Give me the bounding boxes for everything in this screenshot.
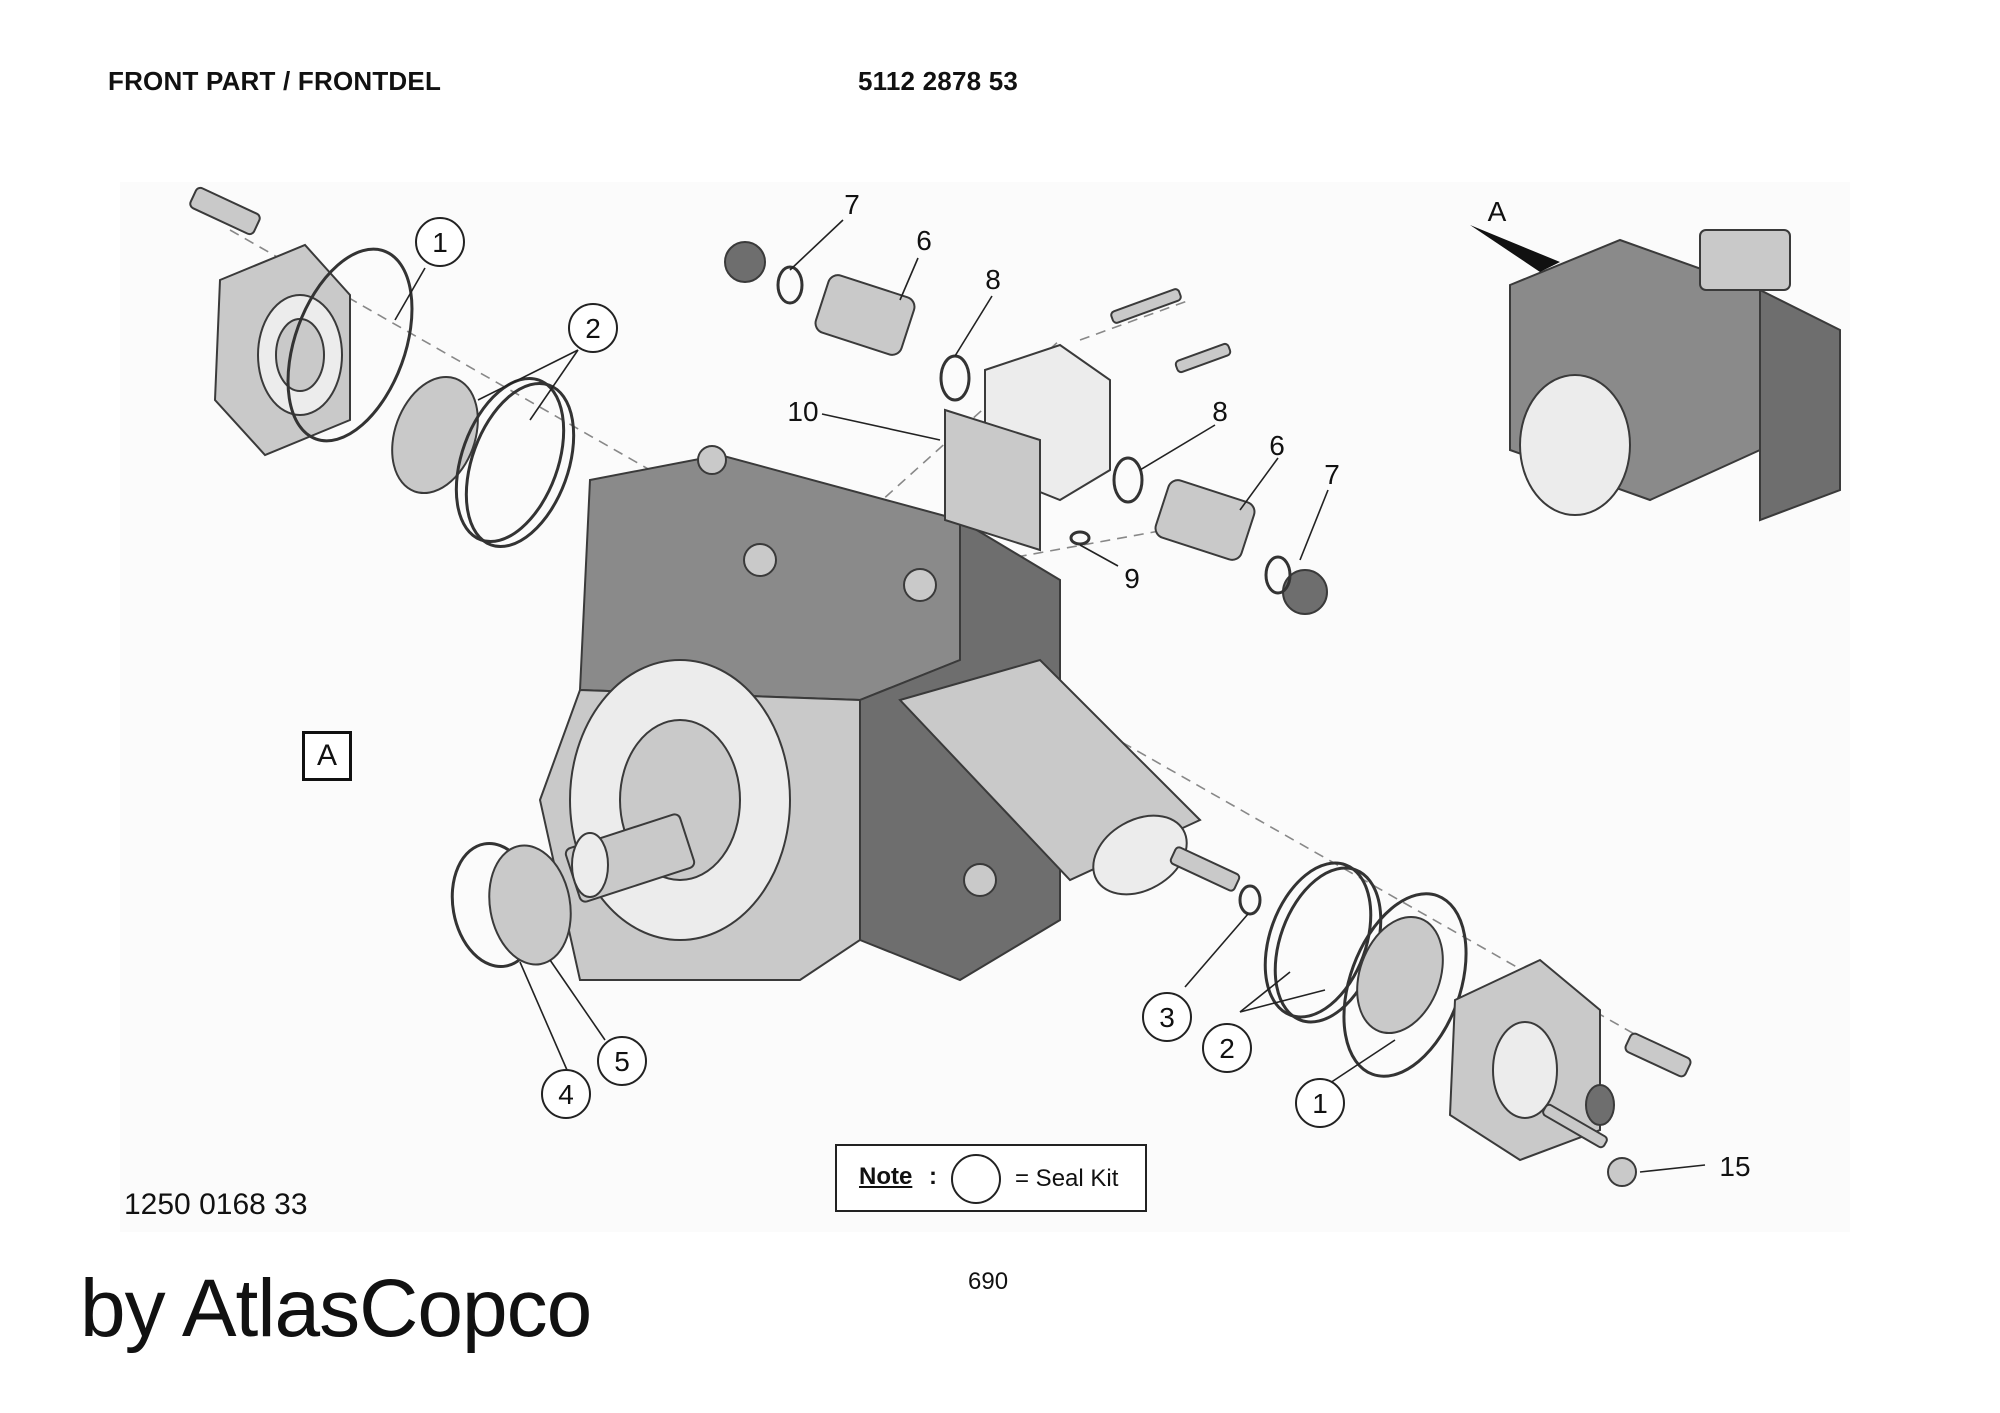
callout-6-top: 6 bbox=[916, 225, 932, 256]
inset-assembled-view bbox=[1470, 225, 1841, 522]
callout-15: 15 bbox=[1719, 1151, 1750, 1182]
note-text: = Seal Kit bbox=[1015, 1165, 1119, 1192]
callout-6-mid: 6 bbox=[1269, 430, 1285, 461]
solenoid-mid bbox=[1069, 456, 1328, 615]
drive-shaft bbox=[564, 813, 696, 903]
rear-flange-bottom bbox=[1448, 958, 1692, 1187]
callout-7-mid: 7 bbox=[1324, 459, 1340, 490]
callout-8-mid: 8 bbox=[1212, 396, 1228, 427]
callout-1-bottom: 1 bbox=[1312, 1088, 1328, 1119]
seals-bottom bbox=[1238, 861, 1468, 1078]
callout-7-top: 7 bbox=[844, 189, 860, 220]
drawing-reference-number: 1250 0168 33 bbox=[124, 1188, 308, 1221]
callout-3: 3 bbox=[1159, 1002, 1175, 1033]
page-number: 690 bbox=[968, 1268, 1009, 1295]
seal-kit-circle-icon bbox=[951, 1154, 1001, 1204]
legend-note: Note : = Seal Kit bbox=[835, 1144, 1147, 1212]
solenoid-top bbox=[724, 241, 971, 402]
callout-1-top: 1 bbox=[432, 227, 448, 258]
view-arrow-icon bbox=[1470, 225, 1560, 272]
callout-2-top: 2 bbox=[585, 313, 601, 344]
bolts-valve bbox=[1110, 288, 1232, 374]
view-arrow-label: A bbox=[1488, 196, 1507, 227]
plain-callouts: 7 6 8 10 8 6 7 9 15 A bbox=[787, 189, 1750, 1182]
callout-5: 5 bbox=[614, 1046, 630, 1077]
callout-8-top: 8 bbox=[985, 264, 1001, 295]
shim-rings-top bbox=[391, 375, 576, 549]
valve-block bbox=[944, 343, 1111, 552]
leader-lines bbox=[394, 219, 1706, 1173]
cylinder bbox=[898, 658, 1241, 896]
callout-10: 10 bbox=[787, 396, 818, 427]
part-number: 5112 2878 53 bbox=[858, 66, 1019, 96]
detail-view-label: A bbox=[316, 739, 337, 772]
note-colon: : bbox=[929, 1163, 937, 1190]
note-label: Note bbox=[859, 1163, 913, 1190]
callout-bubbles: 1 2 3 2 1 4 5 bbox=[415, 217, 1345, 1128]
page-title: FRONT PART / FRONTDEL bbox=[108, 66, 442, 96]
detail-view-marker: A bbox=[302, 731, 352, 781]
callout-4: 4 bbox=[558, 1079, 574, 1110]
callout-2-bottom: 2 bbox=[1219, 1033, 1235, 1064]
snap-ring-shim bbox=[450, 842, 572, 968]
brand-text: by AtlasCopco bbox=[80, 1263, 592, 1354]
callout-9: 9 bbox=[1124, 563, 1140, 594]
front-flange-top bbox=[189, 186, 414, 457]
